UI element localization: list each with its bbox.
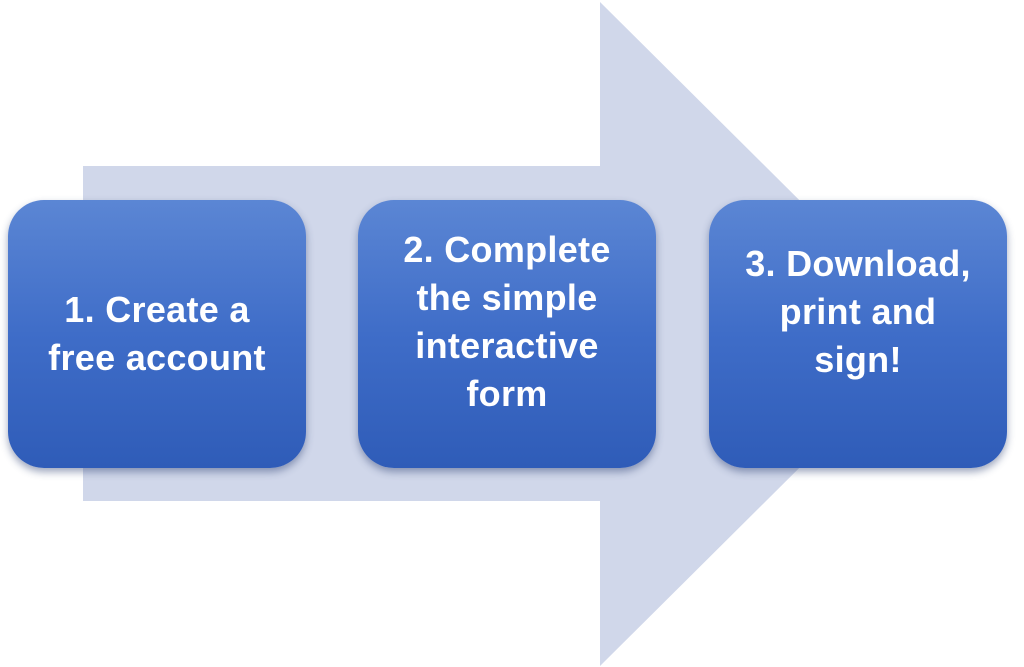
- step-3-label: 3. Download, print and sign!: [745, 243, 971, 380]
- step-3-box: 3. Download, print and sign!: [709, 200, 1007, 468]
- step-1-box: 1. Create a free account: [8, 200, 306, 468]
- step-2-box: 2. Complete the simple interactive form: [358, 200, 656, 468]
- step-2-label: 2. Complete the simple interactive form: [403, 229, 611, 414]
- step-1-label: 1. Create a free account: [48, 289, 266, 378]
